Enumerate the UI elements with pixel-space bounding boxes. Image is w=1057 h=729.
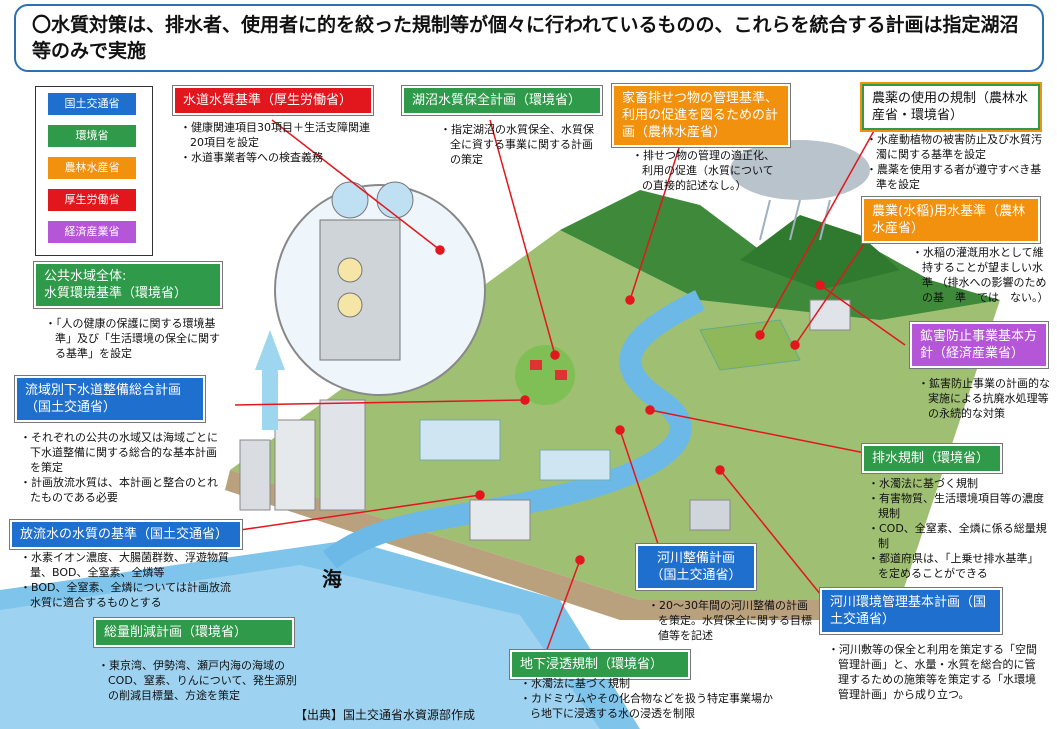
label-mining-policy: 鉱害防止事業基本方針（経済産業省） <box>909 321 1049 369</box>
label-irrigation-standard: 農業(水稲)用水基準（農林水産省） <box>861 196 1041 244</box>
legend-item-maff: 農林水産省 <box>48 157 136 179</box>
label-lake-plan: 湖沼水質保全計画（環境省） <box>401 85 603 116</box>
legend-item-mlit: 国土交通省 <box>48 93 136 115</box>
river <box>323 290 705 569</box>
bullets-livestock: ・排せつ物の管理の適正化、利用の促進（水質についての直接的記述なし。） <box>632 149 775 192</box>
bullets-river-plan: ・20～30年間の河川整備の計画を策定。水質保全に関する目標値等を記述 <box>648 599 812 642</box>
bullets-total-load: ・東京湾、伊勢湾、瀬戸内海の海域のCOD、窒素、りんについて、発生源別の削減目標… <box>98 659 297 702</box>
bullets-discharge: ・水素イオン濃度、大腸菌群数、浮遊物質量、BOD、全窒素、全燐等 ・BOD、全窒… <box>20 551 231 609</box>
bullets-drainage: ・水濁法に基づく規制 ・有害物質、生活環境項目等の濃度規制 ・COD、全窒素、全… <box>868 477 1047 580</box>
bullets-mining: ・鉱害防止事業の計画的な実施による抗廃水処理等の永続的な対策 <box>918 377 1050 420</box>
label-water-supply-standard: 水道水質基準（厚生労働省） <box>172 85 374 116</box>
legend-item-moe: 環境省 <box>48 125 136 147</box>
label-pesticide-regulation: 農薬の使用の規制（農林水産省・環境省） <box>860 82 1042 132</box>
sea-label: 海 <box>322 567 342 591</box>
bullets-lake: ・指定湖沼の水質保全、水質保全に資する事業に関する計画の策定 <box>440 123 594 166</box>
mountain-peak <box>740 215 900 290</box>
bullets-irrigation: ・水稲の灌漑用水として維持することが望ましい水準 （排水への影響のための基 準 … <box>912 246 1049 304</box>
connector-lines <box>234 119 906 656</box>
label-total-load-plan: 総量削減計画（環境省） <box>93 617 295 648</box>
source-credit: 【出典】国土交通省水資源部作成 <box>295 708 476 722</box>
sea-shallow <box>0 565 600 729</box>
bullets-pesticide: ・水産動植物の被害防止及び水質汚濁に関する基準を設定 ・農薬を使用する者が遵守す… <box>866 133 1042 191</box>
bullets-groundwater: ・水濁法に基づく規制 ・カドミウムやその化合物などを扱う特定事業場から地下に浸透… <box>520 677 773 720</box>
bullets-public-water: ・「人の健康の保護に関する環境基準」及び「生活環境の保全に関する基準」を設定 <box>45 317 220 360</box>
label-public-water-standard: 公共水域全体: 水質環境基準（環境省） <box>33 261 223 309</box>
label-discharge-standard: 放流水の水質の基準（国土交通省） <box>9 519 243 550</box>
page-title: 〇水質対策は、排水者、使用者に的を絞った規制等が個々に行われているものの、これら… <box>14 4 1044 72</box>
bullets-sewer-plan: ・それぞれの公共の水域又は海域ごとに下水道整備に関する総合的な基本計画を策定 ・… <box>20 431 218 504</box>
label-river-env-plan: 河川環境管理基本計画（国土交通省） <box>819 587 1003 635</box>
legend-item-meti: 経済産業省 <box>48 221 136 243</box>
label-drainage-regulation: 排水規制（環境省） <box>861 443 1003 474</box>
bullets-water-supply: ・健康関連項目30項目＋生活支障関連20項目を設定 ・水道事業者等への検査義務 <box>180 121 370 164</box>
land-area <box>230 230 1000 600</box>
label-livestock-plan: 家畜排せつ物の管理基準、利用の促進を図るための計画（農林水産省） <box>611 83 791 148</box>
label-river-plan: 河川整備計画（国土交通省） <box>635 543 757 591</box>
label-sewer-plan: 流域別下水道整備総合計画（国土交通省） <box>14 375 206 423</box>
legend: 国土交通省 環境省 農林水産省 厚生労働省 経済産業省 <box>35 86 153 256</box>
bullets-river-env: ・河川敷等の保全と利用を策定する「空間管理計画」と、水量・水質を総合的に管理する… <box>828 643 1037 701</box>
label-groundwater-regulation: 地下浸透規制（環境省） <box>509 649 691 680</box>
up-arrow <box>255 330 285 430</box>
rain-cloud <box>730 140 870 200</box>
legend-item-mhlw: 厚生労働省 <box>48 189 136 211</box>
